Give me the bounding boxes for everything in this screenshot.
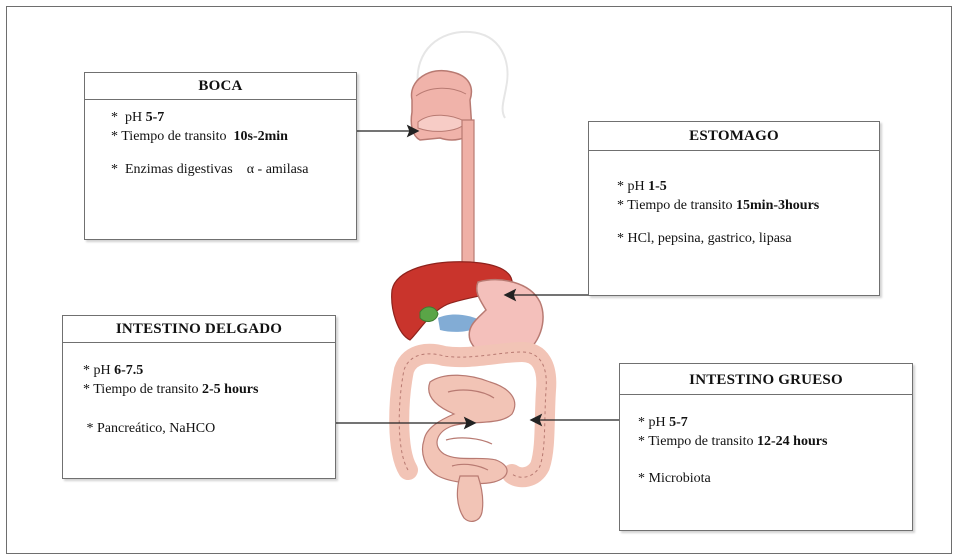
rectum — [457, 476, 482, 521]
bullet: * — [638, 434, 645, 449]
estomago-body: * pH 1-5 * Tiempo de transito 15min-3hou… — [589, 151, 879, 248]
grueso-box: INTESTINO GRUESO * pH 5-7 * Tiempo de tr… — [619, 363, 913, 531]
boca-transit-value: 10s-2min — [234, 129, 288, 144]
esophagus — [462, 120, 474, 272]
estomago-enzymes-label: HCl, pepsina, gastrico, lipasa — [628, 231, 792, 246]
bullet: * — [83, 363, 90, 378]
delgado-transit-label: Tiempo de transito — [93, 382, 202, 397]
boca-enzyme-value: α - amilasa — [247, 162, 309, 177]
estomago-box: ESTOMAGO * pH 1-5 * Tiempo de transito 1… — [588, 121, 880, 296]
estomago-transit-value: 15min-3hours — [736, 198, 819, 213]
boca-ph-label: pH — [125, 110, 146, 125]
delgado-body: * pH 6-7.5 * Tiempo de transito 2-5 hour… — [63, 343, 335, 438]
bullet: * — [617, 179, 624, 194]
bullet: * — [111, 162, 118, 177]
boca-ph-value: 5-7 — [146, 110, 165, 125]
delgado-transit-row: * Tiempo de transito 2-5 hours — [83, 380, 335, 399]
grueso-ph-row: * pH 5-7 — [638, 413, 912, 432]
estomago-title: ESTOMAGO — [589, 122, 879, 151]
boca-enzymes-row: * Enzimas digestivas α - amilasa — [111, 160, 356, 179]
bullet: * — [617, 231, 624, 246]
delgado-enzymes-row: * Pancreático, NaHCO — [83, 419, 335, 438]
delgado-transit-value: 2-5 hours — [202, 382, 258, 397]
boca-transit-label: Tiempo de transito — [121, 129, 230, 144]
grueso-title: INTESTINO GRUESO — [620, 364, 912, 395]
bullet: * — [83, 382, 90, 397]
grueso-body: * pH 5-7 * Tiempo de transito 12-24 hour… — [620, 395, 912, 488]
grueso-ph-label: pH — [649, 415, 670, 430]
boca-box: BOCA * pH 5-7 * Tiempo de transito 10s-2… — [84, 72, 357, 240]
estomago-ph-label: pH — [628, 179, 649, 194]
delgado-ph-label: pH — [94, 363, 115, 378]
boca-enzymes-label: Enzimas digestivas — [125, 162, 233, 177]
estomago-enzymes-row: * HCl, pepsina, gastrico, lipasa — [617, 229, 879, 248]
small-intestine — [423, 375, 515, 483]
bullet: * — [638, 415, 645, 430]
estomago-ph-row: * pH 1-5 — [617, 177, 879, 196]
grueso-enzymes-row: * Microbiota — [638, 469, 912, 488]
estomago-transit-row: * Tiempo de transito 15min-3hours — [617, 196, 879, 215]
bullet: * — [87, 421, 94, 436]
bullet: * — [638, 471, 645, 486]
estomago-transit-label: Tiempo de transito — [627, 198, 736, 213]
grueso-transit-row: * Tiempo de transito 12-24 hours — [638, 432, 912, 451]
boca-title: BOCA — [85, 73, 356, 100]
grueso-transit-label: Tiempo de transito — [648, 434, 757, 449]
delgado-ph-value: 6-7.5 — [114, 363, 143, 378]
boca-ph-row: * pH 5-7 — [111, 108, 356, 127]
gallbladder — [420, 307, 438, 322]
grueso-enzymes-label: Microbiota — [649, 471, 711, 486]
boca-body: * pH 5-7 * Tiempo de transito 10s-2min *… — [85, 100, 356, 179]
delgado-ph-row: * pH 6-7.5 — [83, 361, 335, 380]
bullet: * — [617, 198, 624, 213]
estomago-ph-value: 1-5 — [648, 179, 667, 194]
grueso-ph-value: 5-7 — [669, 415, 688, 430]
delgado-title: INTESTINO DELGADO — [63, 316, 335, 343]
bullet: * — [111, 129, 118, 144]
bullet: * — [111, 110, 118, 125]
boca-transit-row: * Tiempo de transito 10s-2min — [111, 127, 356, 146]
grueso-transit-value: 12-24 hours — [757, 434, 827, 449]
delgado-enzymes-label: Pancreático, NaHCO — [97, 421, 215, 436]
delgado-box: INTESTINO DELGADO * pH 6-7.5 * Tiempo de… — [62, 315, 336, 479]
